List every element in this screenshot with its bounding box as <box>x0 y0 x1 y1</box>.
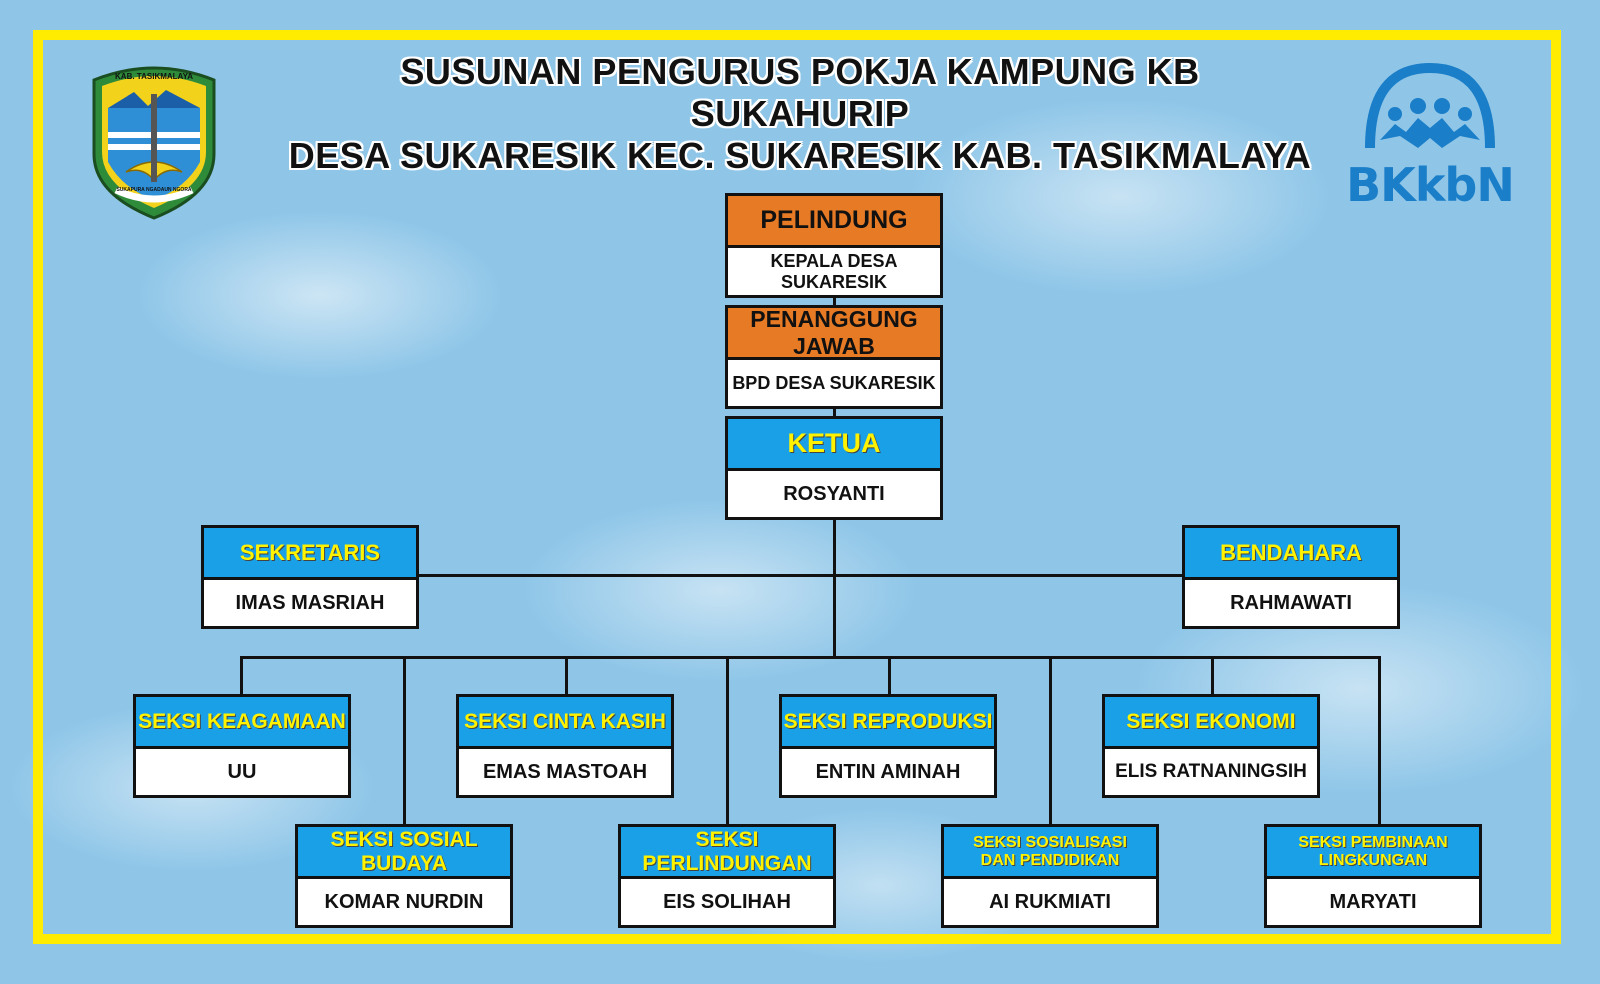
sekretaris-box: SEKRETARIS IMAS MASRIAH <box>201 525 419 629</box>
connector-drop-keagamaan <box>240 656 243 696</box>
seksi-sosial-budaya-role: SEKSI SOSIAL BUDAYA <box>298 827 510 879</box>
seksi-ekonomi-role: SEKSI EKONOMI <box>1105 697 1317 749</box>
title-line-1: SUSUNAN PENGURUS POKJA KAMPUNG KB <box>400 51 1200 92</box>
seksi-pembinaan-role-line-2: LINGKUNGAN <box>1318 851 1428 869</box>
connector-drop-perlindungan <box>726 656 729 826</box>
seksi-cinta-kasih-name: EMAS MASTOAH <box>482 760 648 783</box>
tasikmalaya-crest-logo: KAB. TASIKMALAYA SUKAPURA NGADAUN NGORA <box>86 62 222 222</box>
ketua-role: KETUA <box>728 419 940 471</box>
seksi-pembinaan-box: SEKSI PEMBINAAN LINGKUNGAN MARYATI <box>1264 824 1482 928</box>
seksi-sosial-budaya-name: KOMAR NURDIN <box>324 890 484 913</box>
connector-drop-ekonomi <box>1211 656 1214 696</box>
connector-sekretaris-bendahara <box>418 574 1184 577</box>
title-line-2: SUKAHURIP <box>690 93 910 134</box>
yellow-frame <box>33 30 1561 944</box>
bkkbn-wordmark: BKkbN <box>1346 158 1515 212</box>
crest-top-text: KAB. TASIKMALAYA <box>115 72 193 81</box>
seksi-perlindungan-box: SEKSI PERLINDUNGAN EIS SOLIHAH <box>618 824 836 928</box>
seksi-sosialisasi-role-line-2: DAN PENDIDIKAN <box>980 851 1120 869</box>
bkkbn-logo: BKkbN <box>1340 60 1520 212</box>
bendahara-name: RAHMAWATI <box>1230 591 1352 614</box>
seksi-perlindungan-role: SEKSI PERLINDUNGAN <box>621 827 833 879</box>
seksi-keagamaan-name: UU <box>227 760 257 783</box>
seksi-pembinaan-role-line-1: SEKSI PEMBINAAN <box>1298 833 1448 851</box>
seksi-ekonomi-box: SEKSI EKONOMI ELIS RATNANINGSIH <box>1102 694 1320 798</box>
pelindung-name: KEPALA DESA SUKARESIK <box>770 250 898 292</box>
seksi-cinta-kasih-box: SEKSI CINTA KASIH EMAS MASTOAH <box>456 694 674 798</box>
seksi-reproduksi-box: SEKSI REPRODUKSI ENTIN AMINAH <box>779 694 997 798</box>
connector-drop-pembinaan <box>1378 656 1381 826</box>
sekretaris-name: IMAS MASRIAH <box>235 591 385 614</box>
title-line-3: DESA SUKARESIK KEC. SUKARESIK KAB. TASIK… <box>288 135 1312 176</box>
ketua-box: KETUA ROSYANTI <box>725 416 943 520</box>
crest-motto: SUKAPURA NGADAUN NGORA <box>116 187 192 193</box>
seksi-reproduksi-name: ENTIN AMINAH <box>815 760 961 783</box>
seksi-keagamaan-role: SEKSI KEAGAMAAN <box>136 697 348 749</box>
penanggung-jawab-box: PENANGGUNG JAWAB BPD DESA SUKARESIK <box>725 305 943 409</box>
seksi-keagamaan-box: SEKSI KEAGAMAAN UU <box>133 694 351 798</box>
sekretaris-role: SEKRETARIS <box>204 528 416 580</box>
bendahara-box: BENDAHARA RAHMAWATI <box>1182 525 1400 629</box>
seksi-reproduksi-role: SEKSI REPRODUKSI <box>782 697 994 749</box>
connector-seksi-horizontal <box>240 656 1381 659</box>
pelindung-role: PELINDUNG <box>728 196 940 248</box>
seksi-sosialisasi-role-line-1: SEKSI SOSIALISASI <box>973 833 1127 851</box>
connector-drop-sosial-budaya <box>403 656 406 826</box>
seksi-sosialisasi-name: AI RUKMIATI <box>989 890 1111 913</box>
connector-drop-sosialisasi <box>1049 656 1052 826</box>
seksi-perlindungan-name: EIS SOLIHAH <box>663 890 791 913</box>
seksi-sosialisasi-box: SEKSI SOSIALISASI DAN PENDIDIKAN AI RUKM… <box>941 824 1159 928</box>
connector-drop-cinta-kasih <box>565 656 568 696</box>
pelindung-box: PELINDUNG KEPALA DESA SUKARESIK <box>725 193 943 298</box>
penanggung-jawab-role: PENANGGUNG JAWAB <box>728 306 940 360</box>
seksi-pembinaan-role: SEKSI PEMBINAAN LINGKUNGAN <box>1267 827 1479 879</box>
seksi-cinta-kasih-role: SEKSI CINTA KASIH <box>459 697 671 749</box>
seksi-sosial-budaya-box: SEKSI SOSIAL BUDAYA KOMAR NURDIN <box>295 824 513 928</box>
seksi-sosialisasi-role: SEKSI SOSIALISASI DAN PENDIDIKAN <box>944 827 1156 879</box>
ketua-name: ROSYANTI <box>783 482 885 505</box>
penanggung-jawab-name: BPD DESA SUKARESIK <box>732 372 936 393</box>
connector-drop-reproduksi <box>888 656 891 696</box>
bendahara-role: BENDAHARA <box>1185 528 1397 580</box>
seksi-ekonomi-name: ELIS RATNANINGSIH <box>1115 761 1307 782</box>
seksi-pembinaan-name: MARYATI <box>1329 890 1417 913</box>
